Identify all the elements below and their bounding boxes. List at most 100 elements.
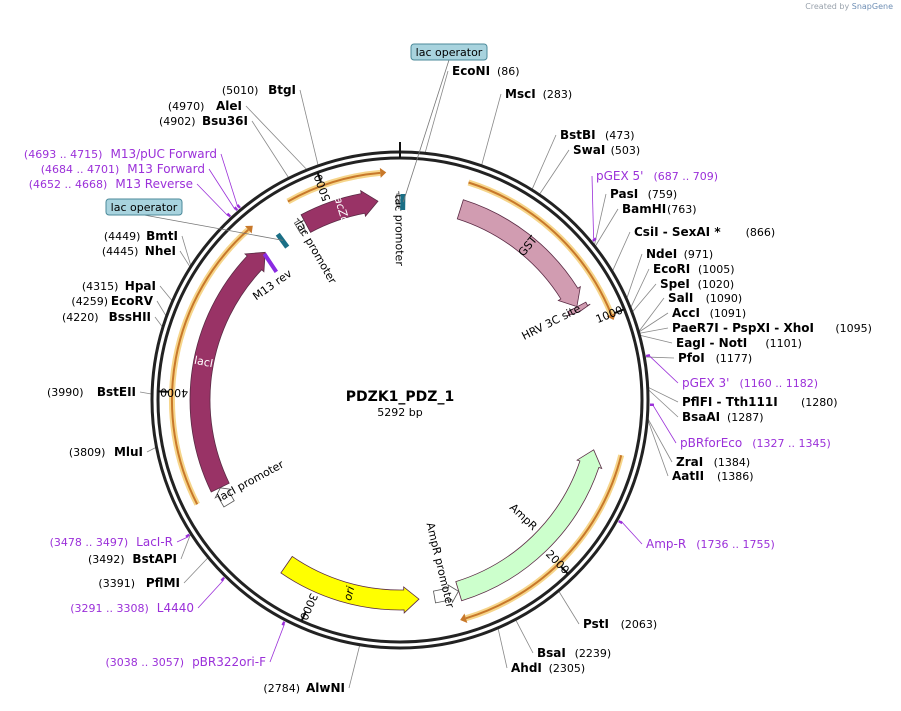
primer-name: M13 Forward [127, 162, 205, 176]
site-name: PflMI [146, 576, 180, 590]
site-leader [639, 334, 673, 344]
feature-ori [280, 555, 420, 614]
primer-mark [281, 621, 286, 626]
primer-label: Amp-R(1736 .. 1755) [646, 537, 775, 551]
site-leader [638, 297, 665, 333]
site-ahdi: AhdI(2305) [511, 661, 585, 675]
site-name: BmtI [146, 229, 178, 243]
site-aatii: AatII(1386) [672, 469, 754, 483]
primer-label: (3038 .. 3057)pBR322ori-F [106, 655, 267, 669]
feature-ampr [455, 449, 603, 602]
site-position: (3990) [47, 386, 84, 399]
primer-leader [208, 168, 236, 210]
site-ecori: EcoRI(1005) [653, 262, 735, 276]
feature-label-hrv-3c-site: HRV 3C site [520, 302, 583, 343]
primer-leader [591, 175, 595, 239]
site-name: BstBI [560, 128, 596, 142]
site-leader [638, 327, 669, 334]
operator-tag [105, 198, 183, 216]
primer-leader [197, 579, 224, 609]
site-leader [348, 644, 361, 689]
site-position: (5010) [222, 84, 259, 97]
site-position: (4902) [159, 115, 196, 128]
site-name: EcoRV [111, 294, 154, 308]
site-position: (4449) [104, 230, 141, 243]
site-swai: SwaI(503) [573, 143, 640, 157]
primer-m13-forward: (4684 .. 4701)M13 Forward [41, 162, 239, 211]
site-name: SalI [668, 291, 693, 305]
site-name: HpaI [125, 279, 156, 293]
site-leader [647, 388, 679, 418]
site-name: NdeI [646, 247, 677, 261]
site-bamhi: BamHI(763) [622, 202, 697, 216]
orf-arc [287, 171, 381, 203]
site-bsshii: BssHII(4220) [62, 310, 151, 324]
plasmid-center-label: PDZK1_PDZ_1 5292 bp [346, 389, 454, 419]
primer-pbr322ori-f: (3038 .. 3057)pBR322ori-F [106, 621, 286, 669]
site-position: (4445) [102, 245, 139, 258]
site-leader [299, 89, 319, 166]
primer-mark [220, 576, 226, 582]
site-leader [647, 417, 673, 463]
site-bstbi: BstBI(473) [560, 128, 635, 142]
primer-range: (4652 .. 4668) [29, 178, 108, 191]
primer-label: (3291 .. 3308)L4440 [70, 601, 194, 615]
site-leader [156, 300, 167, 317]
site-position: (3809) [69, 446, 106, 459]
site-leader [139, 391, 153, 395]
site-bsu36i: Bsu36I(4902) [159, 114, 248, 128]
site-position: (1280) [801, 396, 838, 409]
site-name: SpeI [660, 277, 690, 291]
site-position: (971) [684, 248, 714, 261]
primer-label: pGEX 5'(687 .. 709) [596, 169, 718, 183]
site-bmti: BmtI (4449) [104, 229, 178, 243]
site-name: SwaI [573, 143, 605, 157]
site-leader [497, 627, 508, 669]
primer-amp-r: Amp-R(1736 .. 1755) [618, 520, 775, 551]
feature-label-laci: lacI [193, 354, 214, 370]
site-hpai: HpaI (4315) [82, 279, 156, 293]
site-leader [183, 557, 209, 584]
primer-label: pGEX 3'(1160 .. 1182) [682, 376, 818, 390]
site-name: PfoI [678, 351, 705, 365]
site-position: (1090) [706, 292, 743, 305]
orf-arc [465, 454, 623, 620]
feature-hrv-3c-site [566, 301, 591, 317]
primer-leader [651, 403, 677, 444]
site-ecorv: EcoRV(4259) [71, 294, 153, 308]
site-name: PaeR7I - PspXI - XhoI [672, 321, 814, 335]
operator-label: lac operator [111, 201, 178, 214]
site-position: (759) [648, 188, 678, 201]
primer-label: (4684 .. 4701)M13 Forward [41, 162, 205, 176]
primer-range: (4693 .. 4715) [24, 148, 103, 161]
site-zrai: ZraI(1384) [676, 455, 750, 469]
site-bsaai: BsaAI(1287) [682, 410, 764, 424]
operator-tag [410, 43, 488, 61]
site-position: (3492) [88, 553, 125, 566]
site-leader [245, 105, 308, 171]
primer-range: (687 .. 709) [653, 170, 718, 183]
primer-name: M13/pUC Forward [110, 147, 217, 161]
site-leader [181, 235, 192, 267]
site-acci: AccI(1091) [672, 306, 746, 320]
site-leader [180, 533, 192, 560]
site-leader [626, 253, 643, 300]
primer-m13-reverse: (4652 .. 4668)M13 Reverse [29, 177, 232, 218]
tick-mark [300, 611, 307, 622]
site-name: ZraI [676, 455, 703, 469]
site-position: (2063) [621, 618, 658, 631]
feature-ampr-promoter [432, 584, 460, 604]
site-bstapi: BstAPI(3492) [88, 552, 177, 566]
site-name: EcoNI [452, 64, 490, 78]
site-leader [611, 231, 631, 272]
primer-range: (1327 .. 1345) [752, 437, 831, 450]
site-sali: SalI (1090) [668, 291, 742, 305]
site-eagi-noti: EagI - NotI(1101) [676, 336, 802, 350]
site-name: NheI [145, 244, 176, 258]
site-position: (4315) [82, 280, 119, 293]
primer-name: pBR322ori-F [192, 655, 266, 669]
feature-lacza [300, 189, 379, 233]
feature-label-tac-promoter: tac promoter [392, 194, 406, 266]
primer-label: (4693 .. 4715) M13/pUC Forward [24, 147, 217, 161]
primer-label: pBRforEco(1327 .. 1345) [680, 436, 831, 450]
